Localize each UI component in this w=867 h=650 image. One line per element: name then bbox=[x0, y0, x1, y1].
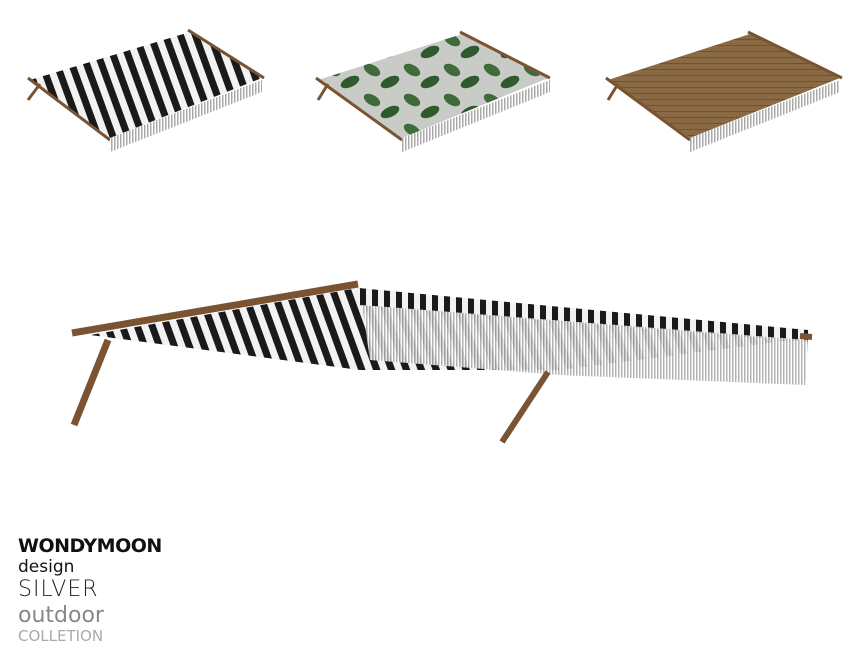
brand-subtitle: design bbox=[18, 556, 75, 577]
awning-thumbnail-leaf bbox=[315, 30, 551, 152]
collection-name: SILVER bbox=[18, 577, 99, 603]
awning-thumbnail-stripe bbox=[26, 28, 265, 152]
collection-label: COLLETION bbox=[18, 626, 104, 645]
brand-logo: WONDYMOON design SILVER outdoor COLLETIO… bbox=[18, 535, 162, 645]
awning-main-view bbox=[70, 280, 813, 444]
brand-name: WONDYMOON bbox=[18, 535, 162, 557]
awning-thumbnail-wood bbox=[605, 30, 843, 152]
collection-type: outdoor bbox=[18, 602, 104, 628]
